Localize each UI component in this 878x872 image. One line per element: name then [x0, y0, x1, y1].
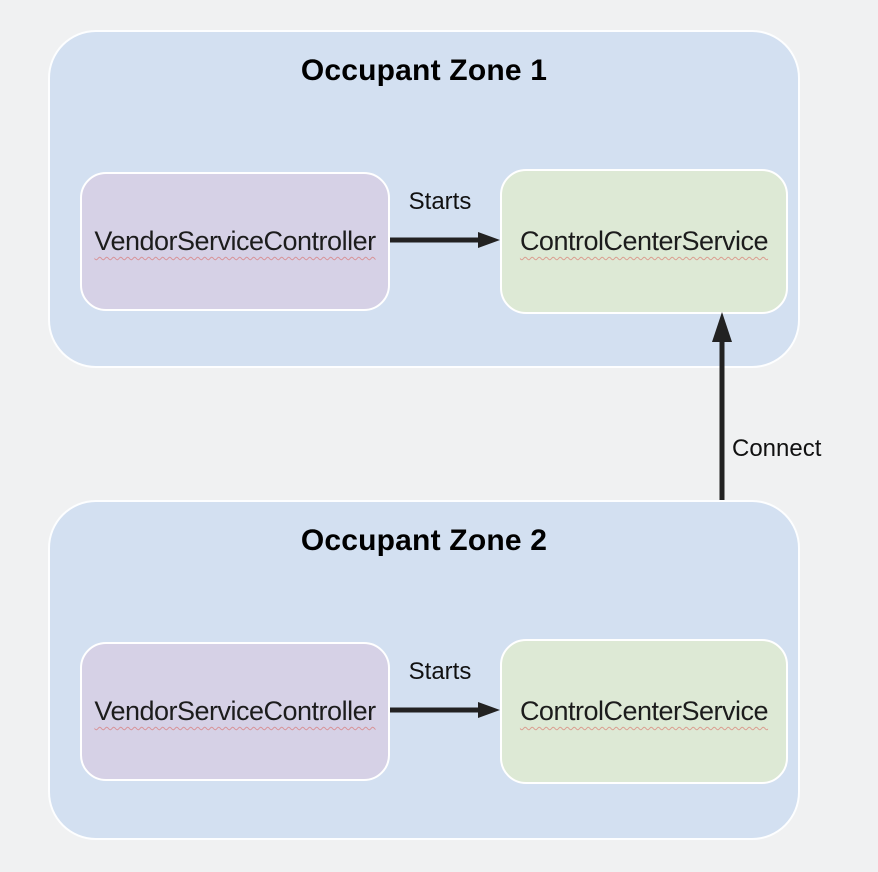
node-label-service-2: ControlCenterService: [519, 696, 769, 726]
zone-occupant-2: Occupant Zone 2 VendorServiceController …: [48, 500, 800, 840]
starts-arrow-2: [390, 702, 500, 718]
node-vendor-service-controller-1: VendorServiceController: [80, 172, 390, 311]
node-vendor-service-controller-2: VendorServiceController: [80, 642, 390, 781]
node-control-center-service-1: ControlCenterService: [500, 169, 788, 314]
zone-1-title: Occupant Zone 1: [300, 54, 548, 87]
zone-occupant-1: Occupant Zone 1 VendorServiceController …: [48, 30, 800, 368]
edge-label-starts-1: Starts: [408, 188, 472, 215]
zone-2-title: Occupant Zone 2: [300, 524, 548, 557]
node-label-vendor-2: VendorServiceController: [94, 696, 376, 726]
node-label-service-1: ControlCenterService: [519, 226, 769, 256]
node-control-center-service-2: ControlCenterService: [500, 639, 788, 784]
starts-arrow-1: [390, 232, 500, 248]
node-label-vendor-1: VendorServiceController: [94, 226, 376, 256]
edge-label-starts-2: Starts: [408, 658, 472, 685]
edge-label-connect: Connect: [732, 435, 822, 462]
